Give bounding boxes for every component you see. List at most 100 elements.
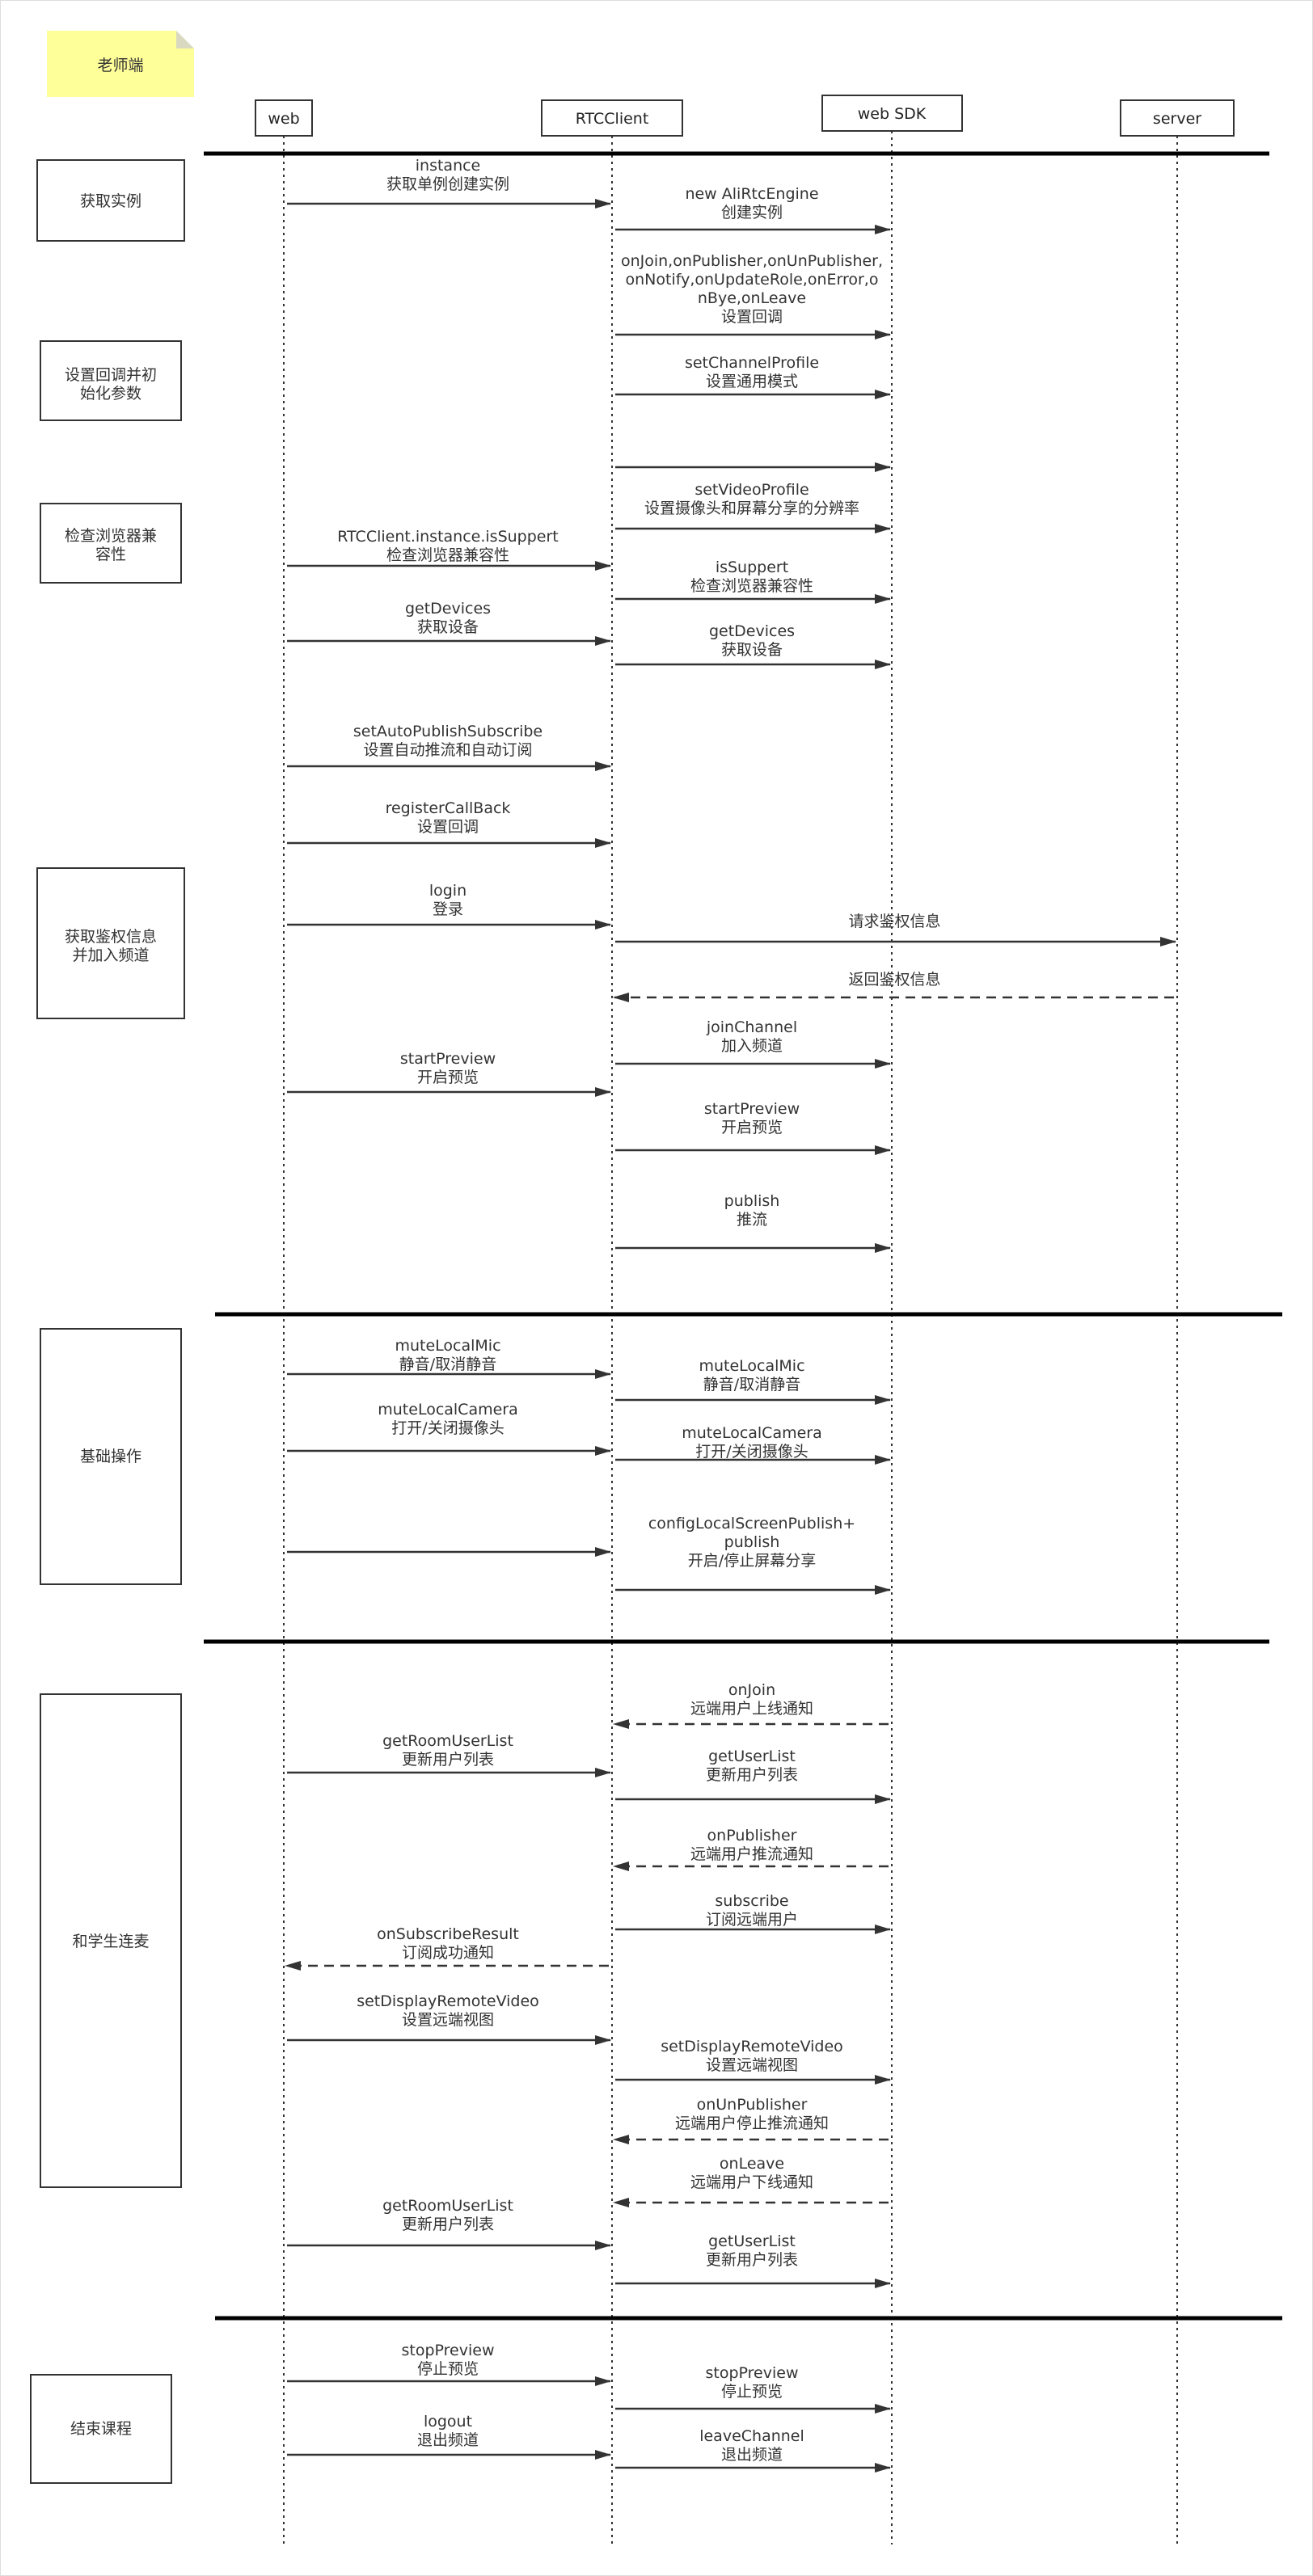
message-label-line: 获取设备	[721, 641, 783, 659]
message-label-line: 设置摄像头和屏幕分享的分辨率	[644, 500, 859, 517]
message-label-line: logout	[424, 2413, 472, 2431]
message-label-line: getDevices	[405, 600, 491, 618]
message-label-line: new AliRtcEngine	[685, 185, 818, 203]
message-label-line: 静音/取消静音	[703, 1376, 800, 1393]
message-label-line: RTCClient.instance.isSuppert	[337, 528, 559, 546]
phase-label-line2: 并加入频道	[72, 947, 149, 964]
message-label-line: 请求鉴权信息	[848, 913, 940, 930]
message-label-line: 停止预览	[417, 2360, 479, 2378]
participant-header-web-sdk: web SDK	[821, 95, 963, 132]
message-label-line: 设置回调	[721, 308, 783, 326]
message-label-line: onUnPublisher	[697, 2096, 808, 2114]
message-label-line: 加入频道	[721, 1037, 783, 1055]
message-label-line: setChannelProfile	[685, 354, 819, 372]
phase-student-linkmic: 和学生连麦	[40, 1693, 182, 2188]
message-label-line: configLocalScreenPublish+	[648, 1515, 855, 1533]
message-label-line: startPreview	[704, 1100, 800, 1118]
message-label: 请求鉴权信息	[848, 913, 940, 930]
message-label-line: 设置通用模式	[706, 373, 798, 390]
phase-basic-operations: 基础操作	[40, 1328, 182, 1585]
message-label-line: getUserList	[708, 1748, 796, 1765]
message-label-line: 创建实例	[721, 204, 783, 221]
message-label-line: 设置远端视图	[402, 2011, 494, 2029]
message-label-line: getDevices	[709, 622, 795, 640]
participant-label-rtcclient: RTCClient	[576, 110, 649, 128]
message-label-line: 开启预览	[417, 1069, 479, 1086]
sticky-note: 老师端	[47, 31, 194, 97]
message-label-line: instance	[416, 157, 481, 175]
message-label-line: 远端用户下线通知	[690, 2173, 813, 2191]
message-label-line: subscribe	[715, 1892, 788, 1910]
message-label-line: 获取单例创建实例	[386, 175, 509, 193]
message-label-line: 打开/关闭摄像头	[391, 1419, 504, 1437]
message-label-line: 远端用户推流通知	[690, 1845, 813, 1863]
message-label-line: setAutoPublishSubscribe	[353, 723, 543, 740]
message-label-line: 检查浏览器兼容性	[386, 546, 509, 564]
message-label-line: isSuppert	[716, 559, 788, 576]
message-label-line: 更新用户列表	[706, 1766, 798, 1784]
phase-box	[30, 2374, 172, 2484]
phase-check-browser: 检查浏览器兼 容性	[40, 503, 182, 584]
message-label: onJoin,onPublisher,onUnPublisher,onNotif…	[621, 252, 883, 326]
message-label-line: 开启预览	[721, 1119, 783, 1136]
message-label-line: 更新用户列表	[402, 1751, 494, 1769]
message-label-line: 更新用户列表	[402, 2216, 494, 2233]
participant-header-rtcclient: RTCClient	[541, 99, 683, 137]
phase-label: 设置回调并初	[65, 366, 157, 384]
message: onJoin,onPublisher,onUnPublisher,onNotif…	[615, 252, 891, 339]
participant-header-web: web	[255, 99, 313, 137]
message: 返回鉴权信息	[613, 971, 1174, 1002]
participant-header-server: server	[1120, 99, 1235, 137]
message-label-line: muteLocalMic	[395, 1337, 500, 1355]
phase-set-callbacks: 设置回调并初 始化参数	[40, 340, 182, 421]
message-label-line: 远端用户上线通知	[690, 1700, 813, 1718]
phase-box	[40, 1328, 182, 1585]
phase-auth-join: 获取鉴权信息 并加入频道	[36, 867, 185, 1019]
phase-box	[40, 340, 182, 421]
message-label-line: leaveChannel	[699, 2427, 804, 2445]
message-label-line: muteLocalCamera	[682, 1424, 822, 1442]
message-label-line: onLeave	[720, 2155, 784, 2173]
message-label-line: onSubscribeResult	[377, 1925, 519, 1943]
